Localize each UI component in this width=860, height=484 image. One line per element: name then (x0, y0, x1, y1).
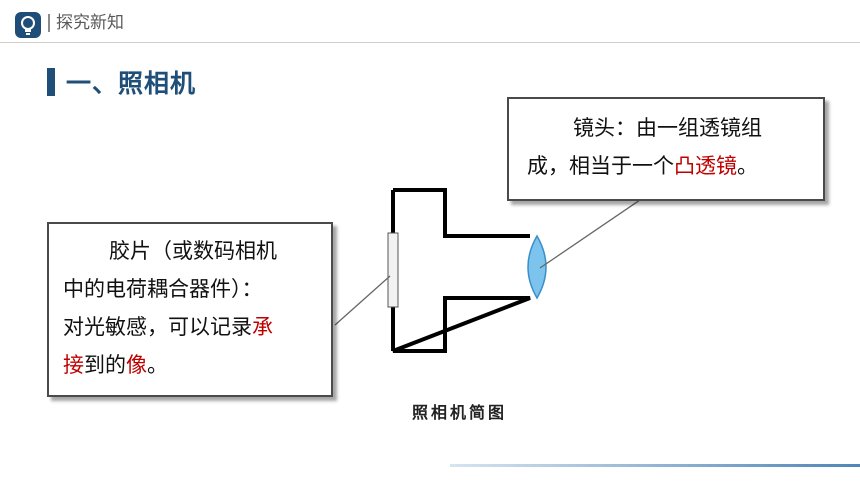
receive-highlight-2: 接 (63, 353, 84, 377)
lens-callout-line2: 成，相当于一个凸透镜。 (527, 154, 758, 178)
convex-lens (527, 234, 547, 300)
header-title: 探究新知 (56, 13, 124, 33)
camera-body-outline (392, 188, 531, 353)
film-callout-line4: 接到的像。 (63, 353, 168, 377)
header-divider (48, 14, 50, 32)
diagram-caption: 照相机简图 (412, 403, 508, 422)
film-callout-line2: 中的电荷耦合器件）： (63, 277, 263, 301)
lens-callout: 镜头：由一组透镜组 成，相当于一个凸透镜。 (507, 97, 825, 201)
lens-pointer-line (539, 199, 641, 269)
section-marker (47, 68, 55, 96)
bottom-accent-line (450, 464, 860, 467)
image-highlight: 像 (126, 353, 147, 377)
convex-lens-highlight: 凸透镜 (674, 154, 737, 178)
lens-callout-line1: 镜头：由一组透镜组 (573, 116, 762, 140)
film-callout: 胶片（或数码相机 中的电荷耦合器件）： 对光敏感，可以记录承 接到的像。 (47, 222, 333, 397)
section-title: 一、照相机 (66, 69, 197, 98)
lightbulb-icon (15, 12, 41, 38)
film-callout-line3: 对光敏感，可以记录承 (63, 315, 273, 339)
film-pointer-line (334, 275, 391, 326)
header-bar: 探究新知 (0, 0, 860, 44)
receive-highlight-1: 承 (252, 315, 273, 339)
header-underline (0, 42, 860, 43)
film-callout-line1: 胶片（或数码相机 (109, 239, 277, 263)
film-strip (387, 232, 399, 308)
